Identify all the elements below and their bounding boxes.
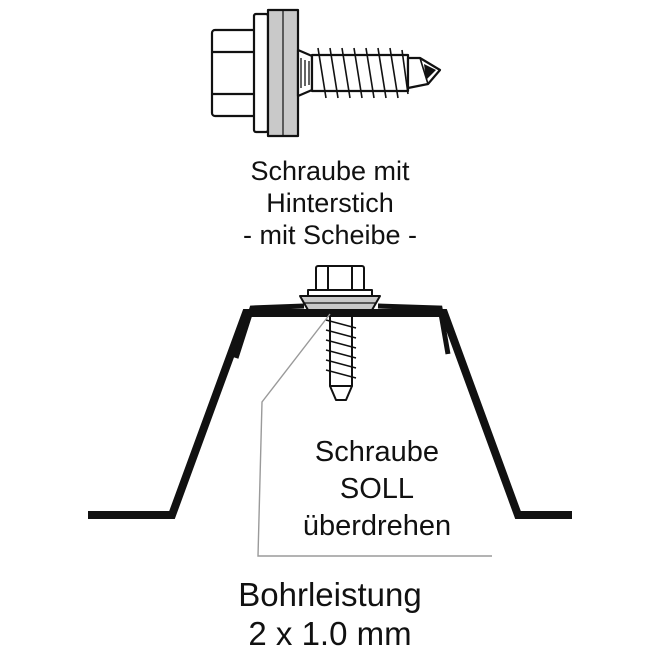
drilling-line-2: 2 x 1.0 mm (248, 614, 412, 652)
screw-caption-line-1: Schraube mit (250, 156, 410, 186)
drilling-line-1: Bohrleistung (238, 576, 422, 613)
trapezoid-profile-sheet (88, 303, 572, 519)
screw-caption-line-3: - mit Scheibe - (242, 219, 418, 250)
screw-side-view-icon (210, 8, 442, 138)
note-line-3: überdrehen (302, 509, 452, 542)
screw-caption-line-2: Hinterstich (266, 187, 394, 218)
installed-screw-icon (299, 265, 381, 401)
note-line-2: SOLL (339, 472, 415, 505)
leader-line (257, 313, 492, 557)
note-line-1: Schraube (314, 436, 440, 468)
note-text: Schraube SOLL überdrehen (262, 434, 492, 544)
screw-caption: Schraube mit Hinterstich - mit Scheibe - (180, 156, 480, 252)
drilling-capacity-caption: Bohrleistung 2 x 1.0 mm (170, 576, 490, 653)
